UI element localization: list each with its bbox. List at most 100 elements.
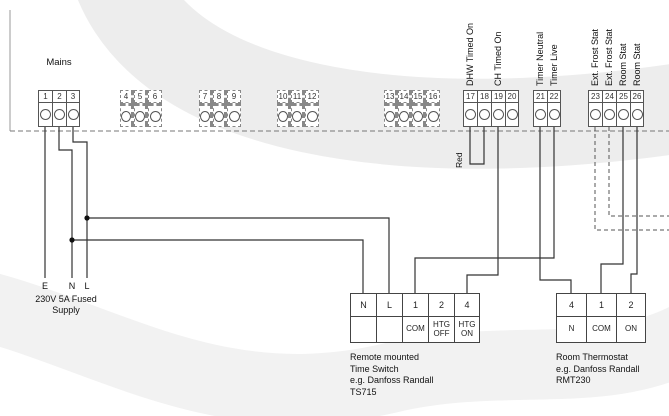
screw-icon <box>385 110 395 122</box>
terminal-screw <box>491 103 505 127</box>
time-switch-sub-l <box>376 317 402 343</box>
terminal-number-row: 4 5 6 <box>120 90 162 103</box>
screw-icon <box>413 110 423 122</box>
terminal-16: 16 <box>426 90 440 103</box>
screw-icon <box>306 110 318 122</box>
terminal-screw <box>384 103 398 127</box>
mains-label: Mains <box>46 57 72 68</box>
terminal-7: 7 <box>199 90 213 103</box>
terminal-screw <box>52 103 66 127</box>
wire-neutral-to-timeswitch <box>72 239 364 293</box>
terminal-number-row: 21 22 <box>533 90 561 103</box>
terminal-screw-row <box>588 103 644 127</box>
terminal-1: 1 <box>38 90 52 103</box>
label-room-stat-2: Room Stat <box>632 43 642 86</box>
screw-icon <box>214 110 224 122</box>
screw-icon <box>200 110 210 122</box>
terminal-screw <box>616 103 630 127</box>
wire-live <box>72 127 88 278</box>
room-stat-sub-on: ON <box>616 317 646 343</box>
supply-label-n: N <box>68 281 76 291</box>
terminal-group-13-16: 13 14 15 16 <box>384 90 440 127</box>
terminal-13: 13 <box>384 90 398 103</box>
terminal-3: 3 <box>66 90 80 103</box>
terminal-screw-row <box>277 103 319 127</box>
supply-caption-line2: Supply <box>52 305 80 315</box>
room-stat-terminal-4: 4 <box>556 293 586 317</box>
screw-icon <box>67 109 79 120</box>
junction-dot <box>69 237 75 243</box>
wire-frost-stat-2-dashed <box>608 127 669 217</box>
screw-icon <box>604 109 615 120</box>
supply-label-l: L <box>84 281 90 291</box>
terminal-21: 21 <box>533 90 547 103</box>
time-switch-terminal-n: N <box>350 293 376 317</box>
label-timer-live: Timer Live <box>549 44 559 86</box>
time-switch-terminal-4: 4 <box>454 293 480 317</box>
wire-neutral <box>58 127 73 278</box>
terminal-screw <box>588 103 602 127</box>
label-ch-timed-on: CH Timed On <box>493 31 503 86</box>
terminal-group-23-26: 23 24 25 26 <box>588 90 644 127</box>
screw-icon <box>121 110 131 122</box>
terminal-screw <box>134 103 148 127</box>
wire-roomstat-on <box>630 127 638 293</box>
terminal-screw <box>227 103 241 127</box>
wire-live-to-timeswitch <box>87 217 390 293</box>
wire-red-link <box>469 127 485 165</box>
terminal-number-row: 13 14 15 16 <box>384 90 440 103</box>
screw-icon <box>548 109 560 120</box>
terminal-screw <box>463 103 477 127</box>
wire-timer-neutral-to-roomstat-n <box>539 127 572 293</box>
time-switch-caption-line1: Remote mounted <box>350 352 420 362</box>
terminal-14: 14 <box>398 90 412 103</box>
time-switch-caption-line4: TS715 <box>350 386 377 397</box>
red-wire-label: Red <box>454 152 464 168</box>
room-stat-terminal-row: 4 1 2 <box>556 293 646 317</box>
terminal-screw <box>120 103 134 127</box>
terminal-screw-row <box>120 103 162 127</box>
supply-caption-line1: 230V 5A Fused <box>35 294 97 304</box>
terminal-screw-row <box>38 103 80 127</box>
screw-icon <box>493 109 504 120</box>
terminal-2: 2 <box>52 90 66 103</box>
screw-icon <box>278 110 288 122</box>
wire-roomstat-com <box>600 127 624 293</box>
terminal-screw <box>412 103 426 127</box>
screw-icon <box>135 110 145 122</box>
terminal-group-10-12: 10 11 12 <box>277 90 319 127</box>
terminal-screw <box>477 103 491 127</box>
terminal-screw-row <box>199 103 241 127</box>
terminal-group-mains: 1 2 3 <box>38 90 80 127</box>
supply-label-e: E <box>41 281 48 291</box>
screw-icon <box>535 109 546 120</box>
terminal-number-row: 17 18 19 20 <box>463 90 519 103</box>
terminal-5: 5 <box>134 90 148 103</box>
time-switch-terminal-l: L <box>376 293 402 317</box>
terminal-6: 6 <box>148 90 162 103</box>
label-room-stat-1: Room Stat <box>618 43 628 86</box>
room-stat-sublabel-row: N COM ON <box>556 317 646 343</box>
terminal-screw-row <box>463 103 519 127</box>
screw-icon <box>506 109 518 120</box>
terminal-4: 4 <box>120 90 134 103</box>
junction-dot <box>84 215 90 221</box>
time-switch-terminal-row: N L 1 2 4 <box>350 293 480 317</box>
terminal-screw <box>630 103 644 127</box>
room-stat-caption-line1: Room Thermostat <box>556 352 628 362</box>
room-stat-terminal-1: 1 <box>586 293 616 317</box>
screw-icon <box>427 110 439 122</box>
time-switch-sub-htg-off: HTG OFF <box>428 317 454 343</box>
time-switch-caption-line3: e.g. Danfoss Randall <box>350 375 434 385</box>
terminal-8: 8 <box>213 90 227 103</box>
terminal-25: 25 <box>616 90 630 103</box>
screw-icon <box>292 110 302 122</box>
terminal-12: 12 <box>305 90 319 103</box>
terminal-screw-row <box>384 103 440 127</box>
terminal-screw <box>213 103 227 127</box>
screw-icon <box>479 109 490 120</box>
screw-icon <box>40 109 51 120</box>
terminal-number-row: 7 8 9 <box>199 90 241 103</box>
